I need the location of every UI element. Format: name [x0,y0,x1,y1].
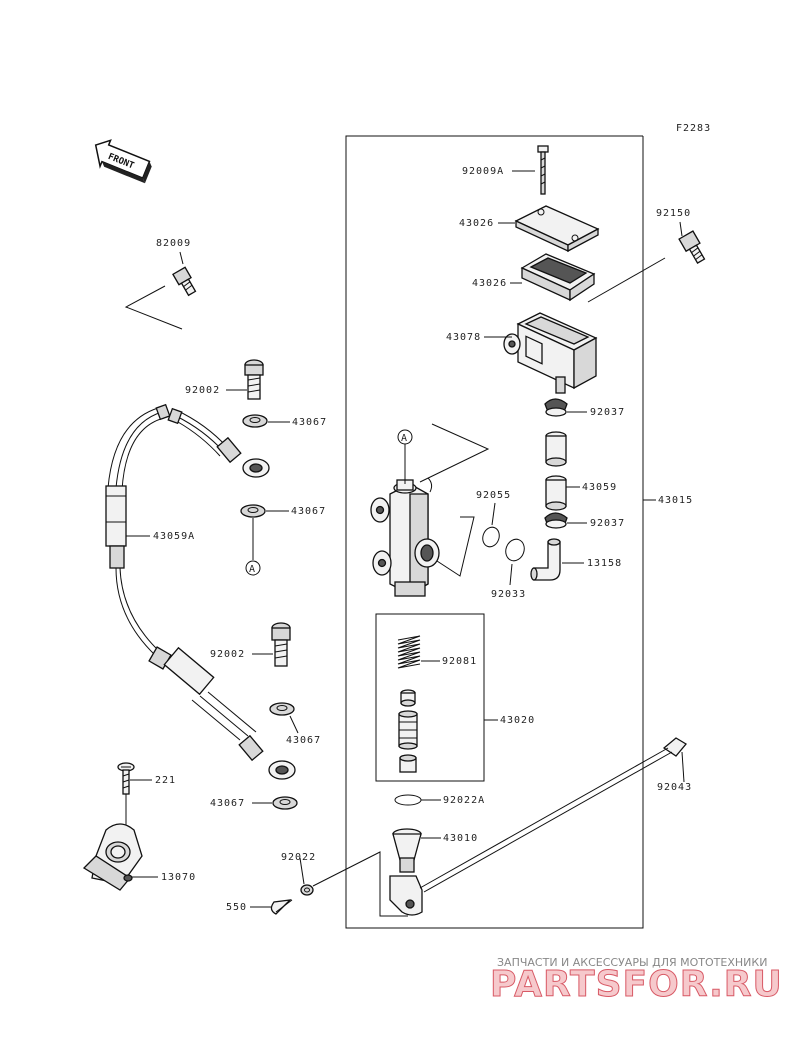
label-43059: 43059 [582,482,617,493]
label-92150: 92150 [656,208,691,219]
hose-43059 [545,431,567,511]
label-92002-lower: 92002 [210,649,245,660]
label-43059a: 43059A [153,531,195,542]
label-92037-top: 92037 [590,407,625,418]
washer-43067-third [269,702,295,716]
label-221: 221 [155,775,176,786]
label-82009: 82009 [156,238,191,249]
label-43010: 43010 [443,833,478,844]
master-cylinder-body [370,477,440,597]
figure-code: F2283 [676,123,711,134]
label-550: 550 [226,902,247,913]
screw-221 [117,762,135,795]
label-92022: 92022 [281,852,316,863]
label-92081: 92081 [442,656,477,667]
label-43067-third: 43067 [286,735,321,746]
push-rod-43010 [389,828,423,916]
label-43078: 43078 [446,332,481,343]
screw-92009a [537,145,549,195]
label-92033: 92033 [491,589,526,600]
washer-43067-bottom [272,796,298,810]
label-92037-bottom: 92037 [590,518,625,529]
label-13158: 13158 [587,558,622,569]
clip-92037-top [544,398,568,417]
circlip-92022a [394,794,422,806]
piston [398,710,418,750]
label-92002-top: 92002 [185,385,220,396]
hose-clamp-13070 [82,823,143,891]
label-43015: 43015 [658,495,693,506]
bolt-82009 [172,266,197,297]
label-92022a: 92022A [443,795,485,806]
reservoir-43078 [503,312,598,394]
elbow-13158 [530,538,561,581]
washer-43067-second [240,504,266,518]
piston-cup [400,689,416,707]
banjo-bolt-92002-lower [271,622,291,667]
callout-a-body: A [401,433,408,444]
reservoir-cap-43026 [514,205,600,253]
piston-seal [399,754,417,773]
label-43067-top: 43067 [292,417,327,428]
watermark-brand: PARTSFOR.RU [490,964,783,1005]
brake-hose-43059a [105,403,296,780]
callout-a-washer: A [249,564,256,575]
bolt-92150 [678,230,706,264]
label-43020: 43020 [500,715,535,726]
piston-kit-frame [375,613,485,782]
o-ring-92055 [482,526,500,548]
circlip-92033 [505,538,525,562]
banjo-bolt-92002-top [244,359,264,400]
label-92043: 92043 [657,782,692,793]
cotter-pin-550 [270,899,293,915]
label-43067-second: 43067 [291,506,326,517]
label-43026-cap: 43026 [459,218,494,229]
washer-92022 [300,884,314,896]
label-92009a: 92009A [462,166,504,177]
diaphragm-43026 [520,253,596,302]
label-43026-diaphragm: 43026 [472,278,507,289]
watermark-caption: ЗАПЧАСТИ И АКСЕССУАРЫ ДЛЯ МОТОТЕХНИКИ [497,956,767,969]
assembly-frame [345,135,644,929]
bolt-92043 [419,737,687,893]
washer-43067-top [242,414,268,428]
label-43067-bottom: 43067 [210,798,245,809]
label-13070: 13070 [161,872,196,883]
spring-92081 [397,635,421,669]
front-arrow-icon: FRONT [94,139,152,184]
clip-92037-bottom [544,512,568,529]
label-92055: 92055 [476,490,511,501]
